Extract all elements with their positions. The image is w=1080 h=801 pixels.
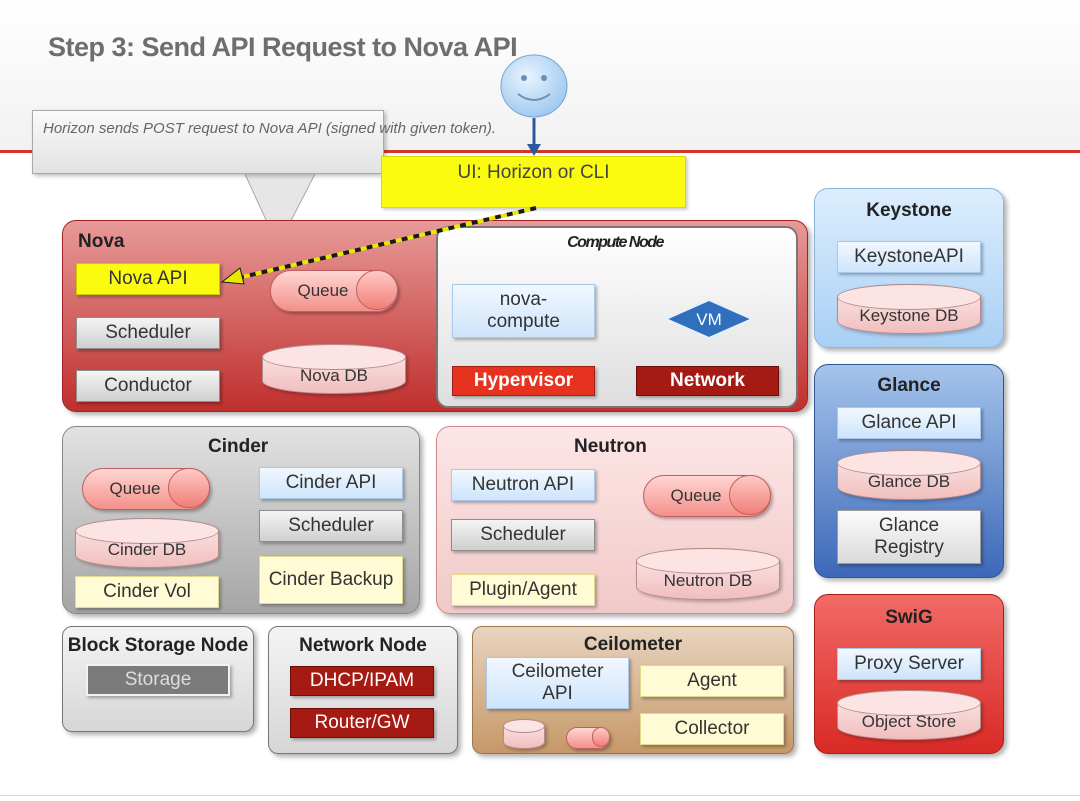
nova-api-box: Nova API xyxy=(76,263,220,295)
neutron-db-label: Neutron DB xyxy=(663,571,753,590)
glance-api-box: Glance API xyxy=(837,407,981,439)
queue-end-cap xyxy=(356,270,398,310)
queue-end-cap xyxy=(729,475,771,515)
neutron-api-box: Neutron API xyxy=(451,469,595,501)
cinder-db-cylinder: Cinder DB xyxy=(75,518,219,568)
keystone-db-cylinder: Keystone DB xyxy=(837,284,981,334)
cinder-vol-box: Cinder Vol xyxy=(75,576,219,608)
cylinder-top xyxy=(503,719,545,733)
glance-label: Glance xyxy=(877,375,941,396)
neutron-scheduler-box: Scheduler xyxy=(451,519,595,551)
vm-label: VM xyxy=(696,310,722,329)
queue-end-cap xyxy=(592,727,610,747)
vm-diamond-icon: VM xyxy=(664,298,754,340)
cylinder-top xyxy=(636,548,780,574)
compute-node-label: Compute Node xyxy=(567,234,664,251)
dhcp-ipam-box: DHCP/IPAM xyxy=(290,666,434,696)
cinder-api-box: Cinder API xyxy=(259,467,403,499)
object-store-cylinder: Object Store xyxy=(837,690,981,740)
ceilometer-db-icon xyxy=(503,719,545,749)
cinder-queue: Queue xyxy=(82,468,210,510)
swig-label: SwiG xyxy=(885,607,933,628)
neutron-label: Neutron xyxy=(574,436,647,457)
glance-db-label: Glance DB xyxy=(867,472,951,491)
nova-label: Nova xyxy=(78,231,125,252)
ceilometer-label: Ceilometer xyxy=(583,634,683,655)
nova-scheduler-box: Scheduler xyxy=(76,317,220,349)
nova-compute-box: nova-compute xyxy=(452,284,595,338)
network-node-label: Network Node xyxy=(299,635,427,656)
hypervisor-box: Hypervisor xyxy=(452,366,595,396)
user-smiley-icon xyxy=(500,54,568,156)
cinder-scheduler-box: Scheduler xyxy=(259,510,403,542)
cylinder-top xyxy=(75,518,219,544)
object-store-label: Object Store xyxy=(861,712,957,731)
neutron-plugin-box: Plugin/Agent xyxy=(451,574,595,606)
header-rule xyxy=(0,150,1080,153)
nova-queue: Queue xyxy=(270,270,398,312)
callout-note: Horizon sends POST request to Nova API (… xyxy=(32,110,496,174)
queue-end-cap xyxy=(168,468,210,508)
proxy-server-box: Proxy Server xyxy=(837,648,981,680)
cinder-db-label: Cinder DB xyxy=(107,540,187,559)
compute-network-box: Network xyxy=(636,366,779,396)
cylinder-top xyxy=(262,344,406,370)
neutron-queue: Queue xyxy=(643,475,771,517)
request-arrow xyxy=(220,206,537,285)
nova-db-cylinder: Nova DB xyxy=(262,344,406,394)
ceilometer-api-box: Ceilometer API xyxy=(486,657,629,709)
block-storage-label: Block Storage Node xyxy=(67,635,249,656)
nova-conductor-box: Conductor xyxy=(76,370,220,402)
footer-rule xyxy=(0,795,1080,796)
cylinder-top xyxy=(837,284,981,310)
glance-registry-box: Glance Registry xyxy=(837,510,981,564)
glance-db-cylinder: Glance DB xyxy=(837,450,981,500)
cinder-label: Cinder xyxy=(208,436,269,457)
router-gw-box: Router/GW xyxy=(290,708,434,738)
keystone-db-label: Keystone DB xyxy=(859,306,959,325)
nova-db-label: Nova DB xyxy=(299,366,369,385)
storage-box: Storage xyxy=(86,664,230,696)
cinder-backup-box: Cinder Backup xyxy=(259,556,403,604)
slide-title: Step 3: Send API Request to Nova API xyxy=(48,32,518,62)
keystone-api-box: KeystoneAPI xyxy=(837,241,981,273)
keystone-label: Keystone xyxy=(866,200,952,221)
ceilometer-queue-icon xyxy=(566,727,610,749)
cylinder-top xyxy=(837,450,981,476)
neutron-queue-label: Queue xyxy=(670,486,722,505)
neutron-db-cylinder: Neutron DB xyxy=(636,548,780,600)
nova-queue-label: Queue xyxy=(297,281,349,300)
cylinder-top xyxy=(837,690,981,716)
ceilometer-agent-box: Agent xyxy=(640,665,784,697)
cinder-queue-label: Queue xyxy=(109,479,161,498)
ceilometer-collector-box: Collector xyxy=(640,713,784,745)
